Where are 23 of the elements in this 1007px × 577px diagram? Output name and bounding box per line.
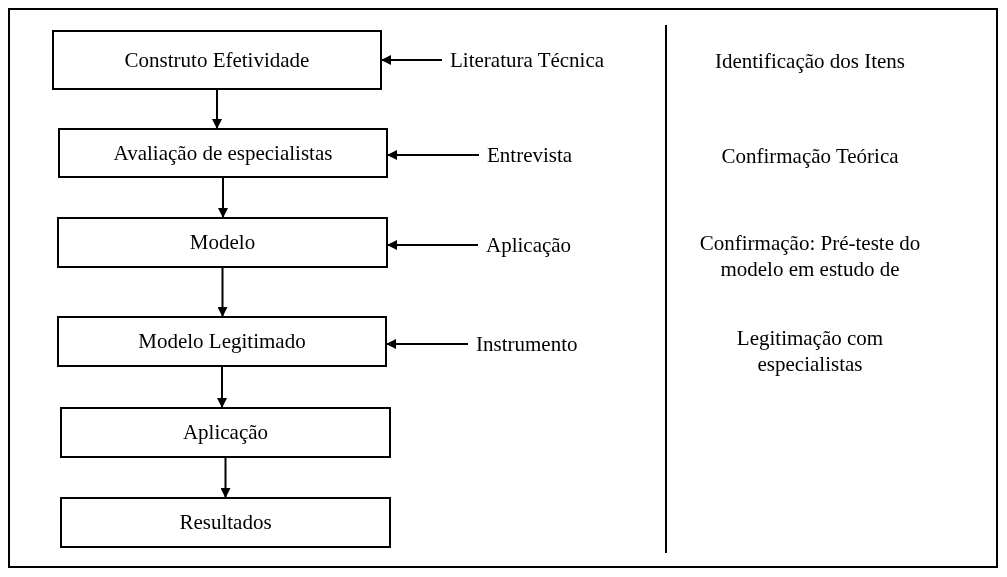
process-box: Avaliação de especialistas [58, 128, 388, 178]
arrow [217, 267, 228, 317]
step-description: Identificação dos Itens [713, 48, 907, 74]
process-box: Aplicação [60, 407, 391, 458]
arrow [217, 366, 227, 408]
arrow [387, 150, 480, 160]
arrow [212, 89, 222, 129]
input-label: Instrumento [476, 332, 578, 356]
input-label: Entrevista [487, 143, 573, 167]
arrow [220, 457, 231, 498]
arrow [381, 55, 443, 65]
step-description: Confirmação: Pré-teste do modelo em estudo de [698, 230, 922, 282]
step-description: Legitimação com especialistas [735, 325, 885, 377]
step-description: Confirmação Teórica [720, 143, 900, 169]
process-box: Modelo [57, 217, 388, 268]
process-box: Construto Efetividade [52, 30, 382, 90]
input-label: Literatura Técnica [450, 48, 605, 72]
process-box: Modelo Legitimado [57, 316, 387, 367]
input-label: Aplicação [486, 233, 572, 257]
arrow [218, 177, 228, 218]
process-box: Resultados [60, 497, 391, 548]
arrow [387, 240, 479, 250]
arrow [386, 339, 469, 349]
